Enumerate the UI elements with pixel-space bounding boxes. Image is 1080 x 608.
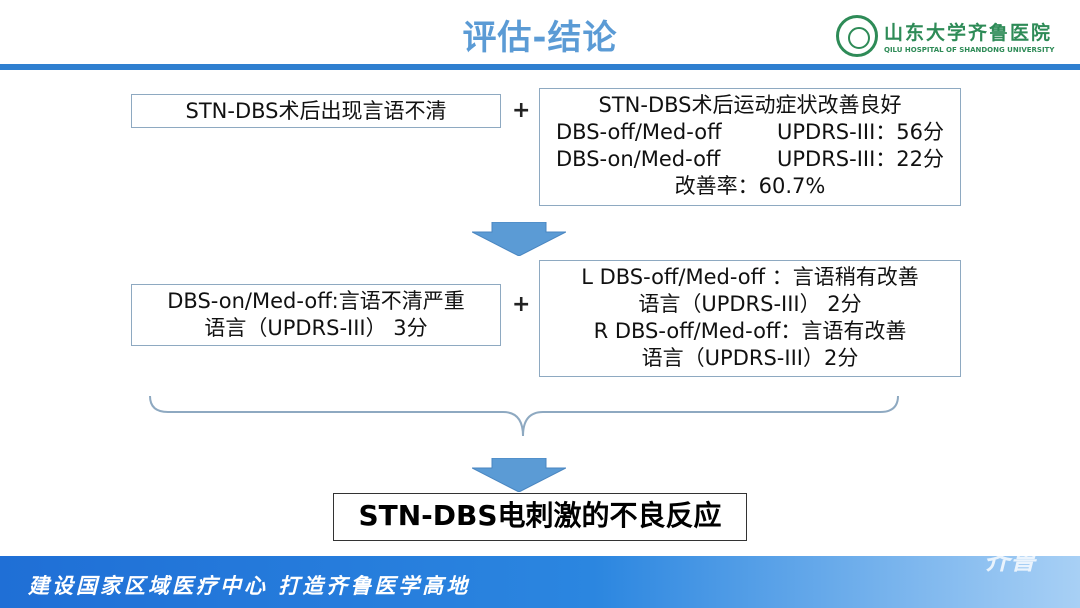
side-line-2: 语言（UPDRS-III） 2分 — [638, 292, 862, 316]
condition-label: DBS-off/Med-off — [556, 120, 722, 144]
severe-line-2: 语言（UPDRS-III） 3分 — [204, 316, 428, 340]
footer-watermark: 齐鲁 — [984, 546, 1037, 576]
header-rule — [0, 64, 1080, 70]
motor-title: STN-DBS术后运动症状改善良好 — [598, 93, 902, 117]
logo-name-cn: 山东大学齐鲁医院 — [884, 22, 1053, 44]
speech-issue-text: STN-DBS术后出现言语不清 — [185, 99, 447, 123]
improvement-rate: 改善率：60.7% — [674, 174, 826, 198]
down-arrow-icon — [472, 458, 566, 492]
score-row: DBS-off/Med-off UPDRS-III：56分 — [540, 119, 960, 146]
down-arrow-icon — [472, 222, 566, 256]
side-line-3: R DBS-off/Med-off：言语有改善 — [593, 319, 907, 343]
side-line-1: L DBS-off/Med-off ：言语稍有改善 — [581, 265, 919, 289]
score-value: UPDRS-III：56分 — [776, 120, 944, 144]
side-line-4: 语言（UPDRS-III）2分 — [641, 346, 859, 370]
curly-brace-icon — [149, 395, 899, 437]
plus-sign: + — [512, 292, 531, 317]
condition-label: DBS-on/Med-off — [556, 147, 721, 171]
plus-sign: + — [512, 98, 531, 123]
logo-text: 山东大学齐鲁医院 QILU HOSPITAL OF SHANDONG UNIVE… — [884, 18, 1054, 54]
score-value: UPDRS-III：22分 — [776, 147, 944, 171]
page-title: 评估-结论 — [462, 18, 618, 58]
motor-improvement-box: STN-DBS术后运动症状改善良好 DBS-off/Med-off UPDRS-… — [539, 88, 961, 206]
severe-line-1: DBS-on/Med-off:言语不清严重 — [167, 289, 465, 313]
logo-name-en: QILU HOSPITAL OF SHANDONG UNIVERSITY — [884, 46, 1055, 54]
side-comparison-box: L DBS-off/Med-off ：言语稍有改善 语言（UPDRS-III） … — [539, 260, 961, 377]
hospital-logo: 山东大学齐鲁医院 QILU HOSPITAL OF SHANDONG UNIVE… — [836, 14, 1054, 58]
severe-speech-box: DBS-on/Med-off:言语不清严重 语言（UPDRS-III） 3分 — [131, 284, 501, 346]
score-row: DBS-on/Med-off UPDRS-III：22分 — [540, 146, 960, 173]
speech-issue-box: STN-DBS术后出现言语不清 — [131, 94, 501, 128]
footer-slogan: 建设国家区域医疗中心 打造齐鲁医学高地 — [28, 573, 471, 598]
conclusion-box: STN-DBS电刺激的不良反应 — [333, 493, 747, 541]
hospital-seal-icon — [836, 15, 878, 57]
footer-bar — [0, 556, 1080, 608]
